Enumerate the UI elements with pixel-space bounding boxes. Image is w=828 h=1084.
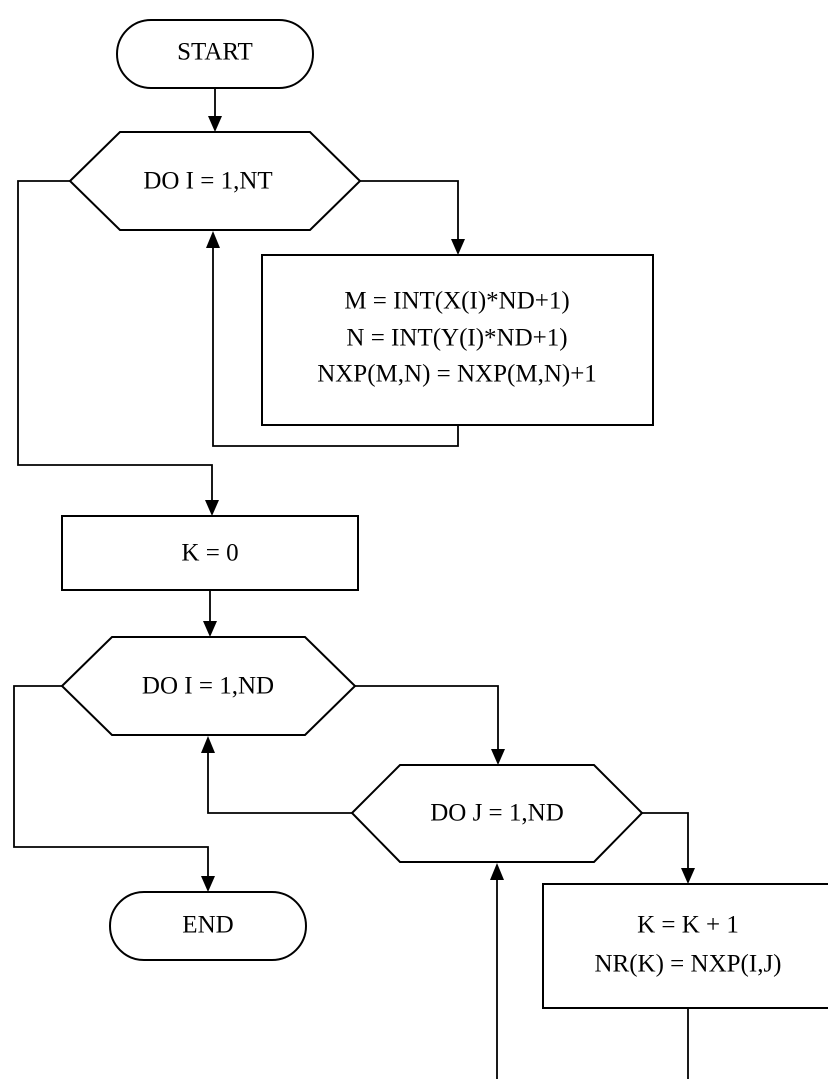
arrowhead-into-loop-i-nd bbox=[203, 621, 217, 637]
connector-loop-nt-exit bbox=[17, 180, 213, 502]
init-k-box bbox=[61, 515, 359, 591]
arrowhead-loop-back-nt bbox=[206, 231, 220, 248]
process-box-2 bbox=[542, 883, 828, 1009]
arrowhead-into-init-k bbox=[205, 500, 219, 516]
process-1-line-2: N = INT(Y(I)*ND+1) bbox=[346, 325, 567, 352]
arrowhead-into-process-1 bbox=[451, 239, 465, 255]
connector-process-1-loop-back bbox=[212, 246, 459, 447]
arrowhead-into-loop-j-nd bbox=[491, 749, 505, 765]
process-1-line-1: M = INT(X(I)*ND+1) bbox=[344, 288, 569, 315]
arrowhead-loop-back-i-nd bbox=[201, 736, 215, 753]
connector-loop-nt-to-process-1 bbox=[360, 180, 459, 241]
process-2-line-2: NR(K) = NXP(I,J) bbox=[595, 951, 782, 978]
loop-i-nt-label: DO I = 1,NT bbox=[143, 168, 272, 195]
loop-i-nd-label: DO I = 1,ND bbox=[142, 673, 274, 700]
arrowhead-into-process-2 bbox=[681, 868, 695, 884]
connector-loop-i-nd-to-loop-j-nd bbox=[355, 685, 499, 751]
process-1-line-3: NXP(M,N) = NXP(M,N)+1 bbox=[317, 361, 597, 388]
process-2-line-1: K = K + 1 bbox=[637, 912, 739, 939]
process-box-1 bbox=[261, 254, 654, 426]
start-label: START bbox=[177, 39, 253, 66]
loop-j-nd-label: DO J = 1,ND bbox=[430, 800, 564, 827]
connector-loop-i-nd-exit bbox=[13, 685, 209, 878]
arrowhead-into-loop-nt bbox=[208, 116, 222, 132]
end-label: END bbox=[182, 912, 233, 939]
connector-loop-j-nd-to-process-2 bbox=[642, 812, 689, 870]
init-k-label: K = 0 bbox=[181, 540, 238, 567]
connector-loop-j-nd-exit bbox=[207, 751, 352, 814]
arrowhead-loop-back-j-nd bbox=[490, 863, 504, 880]
arrowhead-into-end bbox=[201, 876, 215, 892]
